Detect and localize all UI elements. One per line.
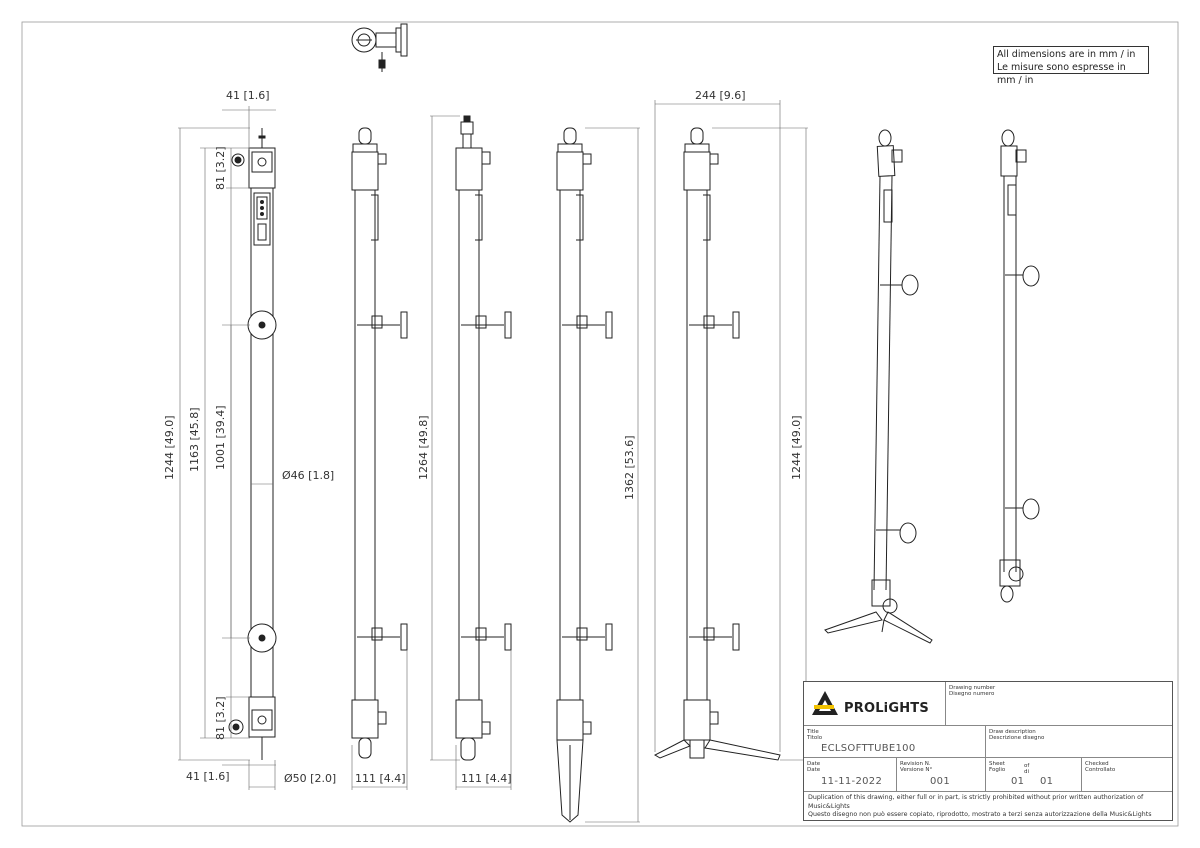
view1-front xyxy=(228,128,277,760)
sheet-value: 01 xyxy=(1011,776,1025,787)
sheet-label-it: Foglio xyxy=(989,767,1006,773)
revision-label-en: Revision N. xyxy=(900,761,931,767)
title-value: ECLSOFTTUBE100 xyxy=(821,743,916,754)
dim-view5-width: 244 [9.6] xyxy=(695,89,746,102)
date-value: 11-11-2022 xyxy=(821,776,883,787)
dim-bottom-cap: 81 [3.2] xyxy=(214,696,227,740)
of-label-it: di xyxy=(1024,769,1030,775)
dim-pitch: 1001 [39.4] xyxy=(214,405,227,470)
view3-side-spigot xyxy=(455,115,512,761)
draw-description-cell: Draw description Descrizione disegno xyxy=(986,726,1172,758)
dim-top-cap: 81 [3.2] xyxy=(214,146,227,190)
revision-value: 001 xyxy=(930,776,950,787)
view2-side xyxy=(351,127,408,759)
drawing-number-label-it: Disegno numero xyxy=(949,691,995,697)
checked-label-it: Controllato xyxy=(1085,767,1116,773)
view5-tripod xyxy=(653,127,781,761)
copyright-note-it: Questo disegno non può essere copiato, r… xyxy=(808,811,1152,818)
revision-label-it: Versione N° xyxy=(900,767,933,773)
title-label-en: Title xyxy=(807,729,819,735)
dim-diam-bottom: Ø50 [2.0] xyxy=(284,772,336,785)
of-label-en: of xyxy=(1024,763,1030,769)
date-label-en: Date xyxy=(807,761,821,767)
prolights-logo-text: PROLiGHTS xyxy=(844,701,929,716)
logo-cell: PROLiGHTS xyxy=(804,682,946,726)
drawing-number-label-en: Drawing number xyxy=(949,685,996,691)
dim-view4-height: 1362 [53.6] xyxy=(623,435,636,500)
copyright-note: Duplication of this drawing, either full… xyxy=(808,794,1168,820)
copyright-note-en: Duplication of this drawing, either full… xyxy=(808,794,1144,810)
view4-ground-spike xyxy=(556,127,613,823)
units-note-it: Le misure sono espresse in mm / in xyxy=(997,62,1126,86)
title-block: PROLiGHTS Drawing number Disegno numero … xyxy=(803,681,1173,821)
sheet-label-en: Sheet xyxy=(989,761,1005,767)
checked-cell: Checked Controllato xyxy=(1082,758,1172,792)
checked-label-en: Checked xyxy=(1085,761,1109,767)
draw-desc-label-en: Draw description xyxy=(989,729,1036,735)
clamp-top-view xyxy=(351,23,408,72)
drawing-number-cell: Drawing number Disegno numero xyxy=(946,682,1172,726)
dim-body-height: 1163 [45.8] xyxy=(188,407,201,472)
view6-iso-tripod xyxy=(824,129,933,644)
draw-desc-label-it: Descrizione disegno xyxy=(989,735,1045,741)
revision-cell: Revision N. Versione N° 001 xyxy=(897,758,986,792)
units-note: All dimensions are in mm / in Le misure … xyxy=(993,46,1149,86)
title-label-it: Titolo xyxy=(807,735,823,741)
prolights-logo-icon xyxy=(812,691,838,715)
dim-total-height: 1244 [49.0] xyxy=(163,415,176,480)
dim-view3-width: 111 [4.4] xyxy=(461,772,512,785)
dimension-lines xyxy=(178,100,808,823)
view7-iso xyxy=(999,129,1040,603)
units-note-en: All dimensions are in mm / in xyxy=(997,49,1136,60)
dim-width-top: 41 [1.6] xyxy=(226,89,270,102)
dim-width-bottom: 41 [1.6] xyxy=(186,770,230,783)
dim-view5-height: 1244 [49.0] xyxy=(790,415,803,480)
title-cell: Title Titolo ECLSOFTTUBE100 xyxy=(804,726,986,758)
date-label-it: Date xyxy=(807,767,821,773)
dim-diam-tube: Ø46 [1.8] xyxy=(282,469,334,482)
sheet-border xyxy=(21,21,1179,827)
sheet-cell: Sheet Foglio of di 01 01 xyxy=(986,758,1082,792)
date-cell: Date Date 11-11-2022 xyxy=(804,758,897,792)
of-value: 01 xyxy=(1040,776,1054,787)
dim-view2-width: 111 [4.4] xyxy=(355,772,406,785)
dim-view3-height: 1264 [49.8] xyxy=(417,415,430,480)
